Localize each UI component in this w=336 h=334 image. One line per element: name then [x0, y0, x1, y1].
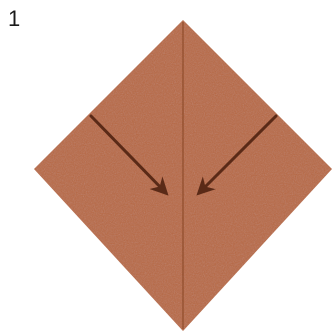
origami-step-canvas: 1 [0, 0, 336, 334]
origami-diagram [0, 0, 336, 334]
